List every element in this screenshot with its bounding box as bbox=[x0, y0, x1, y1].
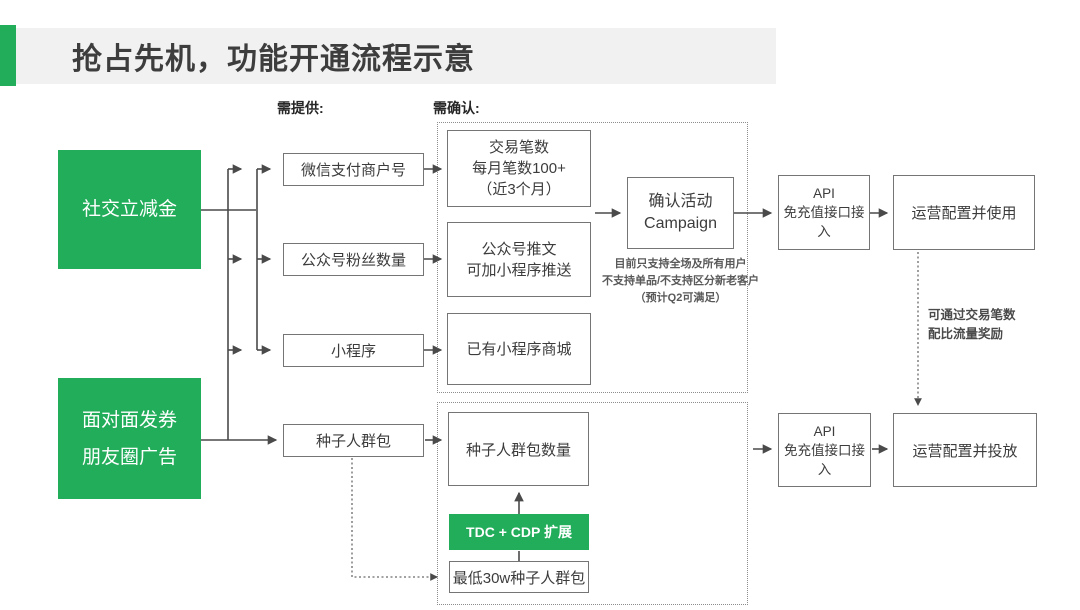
solid-connectors bbox=[200, 164, 889, 561]
dotted-connectors bbox=[351, 252, 922, 581]
traffic-reward-note: 可通过交易笔数配比流量奖励 bbox=[928, 308, 1016, 341]
provide-merchant-id: 微信支付商户号 bbox=[283, 153, 424, 186]
confirm-mall: 已有小程序商城 bbox=[447, 313, 591, 385]
title-band: 抢占先机，功能开通流程示意 bbox=[16, 28, 776, 84]
ops-configure-use: 运营配置并使用 bbox=[893, 175, 1035, 250]
source-social-coupon: 社交立减金 bbox=[58, 150, 201, 269]
seed-group-outline bbox=[437, 402, 748, 605]
seed-pack-count-box: 种子人群包数量 bbox=[448, 412, 589, 486]
provide-followers-count: 公众号粉丝数量 bbox=[283, 243, 424, 276]
campaign-note: 目前只支持全场及所有用户不支持单品/不支持区分新老客户（预计Q2可满足） bbox=[601, 258, 760, 304]
tdc-cdp-expand-box: TDC + CDP 扩展 bbox=[449, 514, 589, 550]
min-seed-pack-box: 最低30w种子人群包 bbox=[449, 561, 589, 593]
confirm-transactions: 交易笔数每月笔数100+（近3个月） bbox=[447, 130, 591, 207]
label-need-confirm: 需确认: bbox=[433, 100, 480, 116]
label-need-provide: 需提供: bbox=[277, 100, 324, 116]
page-title: 抢占先机，功能开通流程示意 bbox=[72, 43, 475, 76]
source-face-to-face-ads: 面对面发券朋友圈广告 bbox=[58, 378, 201, 499]
ops-configure-launch: 运营配置并投放 bbox=[893, 413, 1037, 487]
dotted-seedpack-to-minpack bbox=[351, 458, 439, 581]
title-accent-bar bbox=[0, 25, 16, 86]
provide-miniprogram: 小程序 bbox=[283, 334, 424, 367]
provide-seed-pack: 种子人群包 bbox=[283, 424, 424, 457]
confirm-push: 公众号推文可加小程序推送 bbox=[447, 222, 591, 297]
